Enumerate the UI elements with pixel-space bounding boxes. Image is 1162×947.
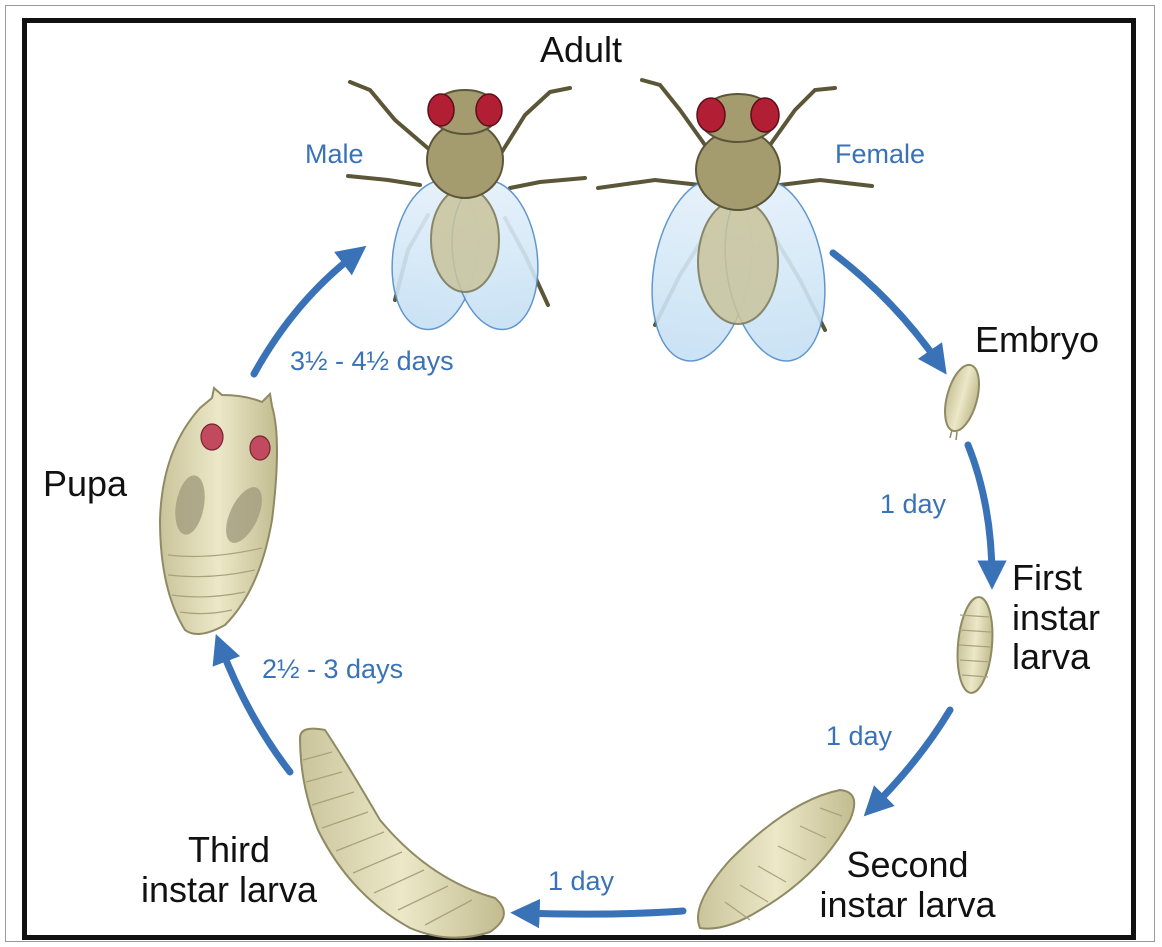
female-fly-icon xyxy=(598,80,872,369)
first-instar-larva-icon xyxy=(954,596,996,695)
label-third-instar-larva: Third instar larva xyxy=(118,830,340,909)
label-first-line-1: First xyxy=(1012,558,1100,598)
label-third-line-2: instar larva xyxy=(118,870,340,910)
label-third-line-1: Third xyxy=(118,830,340,870)
label-second-instar-larva: Second instar larva xyxy=(800,845,1015,924)
male-fly-icon xyxy=(348,82,585,335)
duration-embryo-to-first: 1 day xyxy=(880,490,946,520)
label-second-line-1: Second xyxy=(800,845,1015,885)
duration-first-to-second: 1 day xyxy=(826,722,892,752)
embryo-icon xyxy=(939,361,986,440)
arrow-embryo-to-first-instar xyxy=(968,445,992,578)
duration-third-to-pupa: 2½ - 3 days xyxy=(262,655,403,685)
label-first-line-2: instar xyxy=(1012,598,1100,638)
label-male: Male xyxy=(305,140,364,170)
arrow-adult-to-embryo xyxy=(833,253,940,365)
arrow-second-to-third-instar xyxy=(522,911,683,914)
pupa-icon xyxy=(160,388,277,634)
label-female: Female xyxy=(835,140,925,170)
label-first-instar-larva: First instar larva xyxy=(1012,558,1100,677)
label-first-line-3: larva xyxy=(1012,637,1100,677)
label-second-line-2: instar larva xyxy=(800,885,1015,925)
label-embryo: Embryo xyxy=(975,320,1099,360)
label-adult: Adult xyxy=(540,30,622,70)
duration-pupa-to-adult: 3½ - 4½ days xyxy=(290,347,454,377)
duration-second-to-third: 1 day xyxy=(548,867,614,897)
label-pupa: Pupa xyxy=(43,464,127,504)
